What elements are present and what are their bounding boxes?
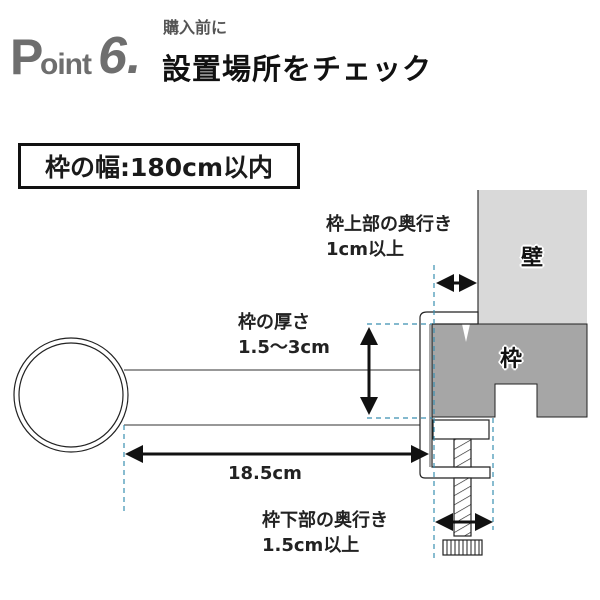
header-subtitle: 購入前に bbox=[163, 18, 228, 37]
top-depth-value: 1cm以上 bbox=[326, 239, 404, 260]
bottom-depth-annotation: 枠下部の奥行き 1.5cm以上 bbox=[262, 508, 388, 558]
frame-label: 枠 bbox=[500, 347, 523, 372]
clamp-screw bbox=[442, 438, 483, 556]
frame-block bbox=[431, 323, 588, 418]
frame-width-condition-text: 枠の幅:180cm以内 bbox=[44, 153, 274, 182]
point-number: 6. bbox=[98, 27, 142, 85]
point-label-initial: P bbox=[10, 29, 43, 85]
thickness-title: 枠の厚さ bbox=[238, 312, 310, 333]
header-title: 設置場所をチェック bbox=[162, 52, 433, 86]
bottom-depth-value: 1.5cm以上 bbox=[262, 535, 360, 556]
guide-lines bbox=[123, 265, 494, 560]
top-depth-title: 枠上部の奥行き bbox=[326, 214, 452, 235]
curtain-rod bbox=[13, 337, 420, 453]
point-label-rest: oint bbox=[40, 48, 92, 81]
thickness-value: 1.5〜3cm bbox=[238, 337, 330, 358]
thickness-annotation: 枠の厚さ 1.5〜3cm bbox=[238, 310, 330, 360]
top-depth-annotation: 枠上部の奥行き 1cm以上 bbox=[326, 212, 452, 262]
rod-length-annotation: 18.5cm bbox=[228, 463, 302, 484]
frame-width-condition-box: 枠の幅:180cm以内 bbox=[18, 143, 300, 189]
wall-label: 壁 bbox=[521, 246, 544, 271]
wall-block bbox=[477, 190, 587, 324]
bottom-depth-title: 枠下部の奥行き bbox=[262, 510, 388, 531]
